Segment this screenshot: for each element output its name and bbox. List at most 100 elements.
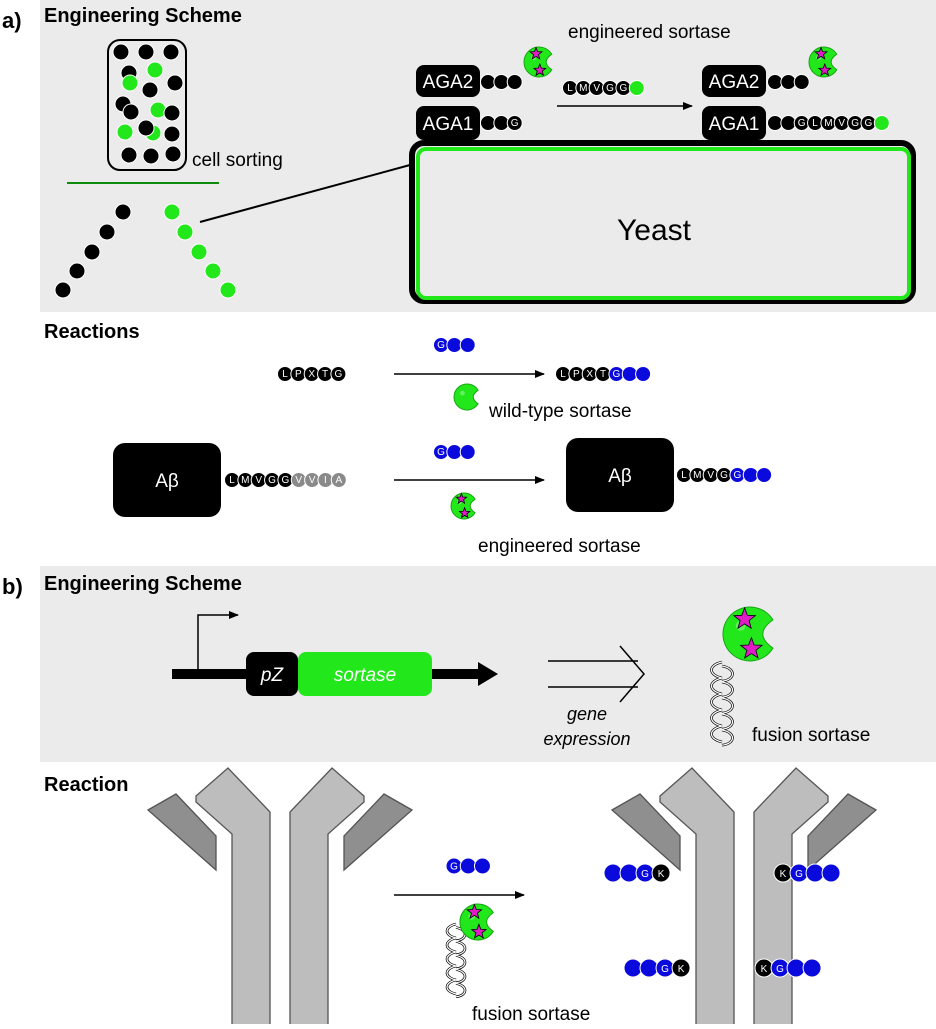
bead-letter: G <box>798 118 806 129</box>
aga2-block-left <box>416 65 480 97</box>
gene-expression-label-line2: expression <box>543 729 630 749</box>
library-bead <box>142 147 160 165</box>
tag-bead <box>623 958 643 978</box>
bead-letter: P <box>295 369 302 380</box>
aga2-bead <box>480 74 496 90</box>
aga2-bead <box>767 74 783 90</box>
sorted-bead-black <box>83 243 101 261</box>
panel-b-tag: b) <box>2 574 23 599</box>
bead-letter: G <box>641 869 649 880</box>
abeta-block-right <box>566 438 674 512</box>
library-bead <box>112 43 130 61</box>
panel-a-tag: a) <box>2 8 22 33</box>
bead-letter: V <box>295 475 302 486</box>
abeta-label-right: Aβ <box>608 466 632 487</box>
bead-letter: T <box>600 369 606 380</box>
substrate-bead <box>330 366 347 382</box>
bead-letter: L <box>282 369 288 380</box>
mutation-star-icon <box>813 46 829 60</box>
mutation-star-icon <box>455 492 468 505</box>
aga2-bead <box>493 74 510 90</box>
sortase-gene-label: sortase <box>334 665 396 686</box>
nucleophile-ggg: G <box>433 444 476 460</box>
bead-letter: L <box>681 470 687 481</box>
aga1-label-left: AGA1 <box>423 114 474 135</box>
bead-letter: G <box>437 340 445 351</box>
sorted-bead-black <box>68 262 86 280</box>
bead-letter: K <box>761 964 768 975</box>
mutation-star-icon <box>470 923 488 939</box>
fusion-sortase-label: fusion sortase <box>752 725 870 746</box>
mutation-star-icon <box>528 46 544 60</box>
light-chain-left <box>146 793 217 872</box>
sorted-bead-green <box>176 223 194 241</box>
bead-letter: M <box>693 470 701 481</box>
tag-bead <box>651 863 671 883</box>
bead-letter: G <box>720 470 728 481</box>
nucleophile-bead <box>473 857 491 875</box>
library-bead <box>149 101 167 119</box>
sortase-body <box>453 383 479 411</box>
bead-letter: G <box>268 475 276 486</box>
helix-core <box>710 661 734 746</box>
sorted-bead-green <box>190 243 208 261</box>
nucleophile-bead <box>446 337 463 353</box>
bead-letter: V <box>593 83 600 94</box>
aga2-bead <box>780 74 797 90</box>
bead-letter: P <box>573 369 580 380</box>
helix-linker-icon <box>445 922 467 999</box>
bead-letter: T <box>322 369 328 380</box>
bead-letter: V <box>255 475 262 486</box>
mutation-star-icon <box>458 506 471 519</box>
library-bead <box>164 145 182 163</box>
bead-letter: L <box>812 118 818 129</box>
tag-bead <box>619 863 639 883</box>
nucleophile-bead <box>459 444 476 460</box>
library-bead <box>116 123 134 141</box>
bead-letter: G <box>335 369 343 380</box>
abeta-block-left <box>113 443 221 517</box>
engineered-sortase-icon <box>808 46 838 78</box>
bead-letter: M <box>241 475 249 486</box>
tag-bead <box>786 958 806 978</box>
bead-letter: G <box>511 118 519 129</box>
yeast-cell <box>409 140 916 304</box>
reactions-title: Reactions <box>44 321 140 343</box>
product-bead <box>635 366 652 382</box>
dna-arrowhead <box>478 662 498 686</box>
fusion-sortase-label-2: fusion sortase <box>472 1004 590 1024</box>
heavy-chain-right <box>289 767 365 1029</box>
heavy-chain-left <box>659 767 735 1029</box>
bead-letter: L <box>229 475 235 486</box>
sorted-bead-black <box>114 203 132 221</box>
nucleophile-bead <box>446 444 463 460</box>
tag-bead <box>671 958 691 978</box>
nucleophile-ggg: G <box>433 337 476 353</box>
sortase-gene-block <box>298 652 432 696</box>
nucleophile-bead <box>459 857 477 875</box>
bead-letter: K <box>658 869 665 880</box>
bead-letter: G <box>776 964 784 975</box>
antibody-icon <box>146 767 414 1029</box>
engineered-sortase-label: engineered sortase <box>568 22 731 43</box>
bead-letter: M <box>824 118 832 129</box>
promoter-label: pZ <box>260 665 285 686</box>
tag-bead <box>603 863 623 883</box>
bead-letter: M <box>579 83 587 94</box>
bead-letter: G <box>606 83 614 94</box>
aga1-product-bead <box>780 115 797 131</box>
panel-a-engineering-title: Engineering Scheme <box>44 5 242 27</box>
helix-linker-icon <box>710 660 734 747</box>
panel-b-background <box>40 566 936 762</box>
antibody-conjugate-icon <box>610 767 878 1029</box>
library-bead <box>146 61 164 79</box>
sorted-bead-green <box>219 281 237 299</box>
product-bead <box>621 366 638 382</box>
engineered-sortase-icon <box>450 492 476 520</box>
aga1-label-right: AGA1 <box>709 114 760 135</box>
heavy-chain-left <box>195 767 271 1029</box>
promoter-block <box>246 652 298 696</box>
